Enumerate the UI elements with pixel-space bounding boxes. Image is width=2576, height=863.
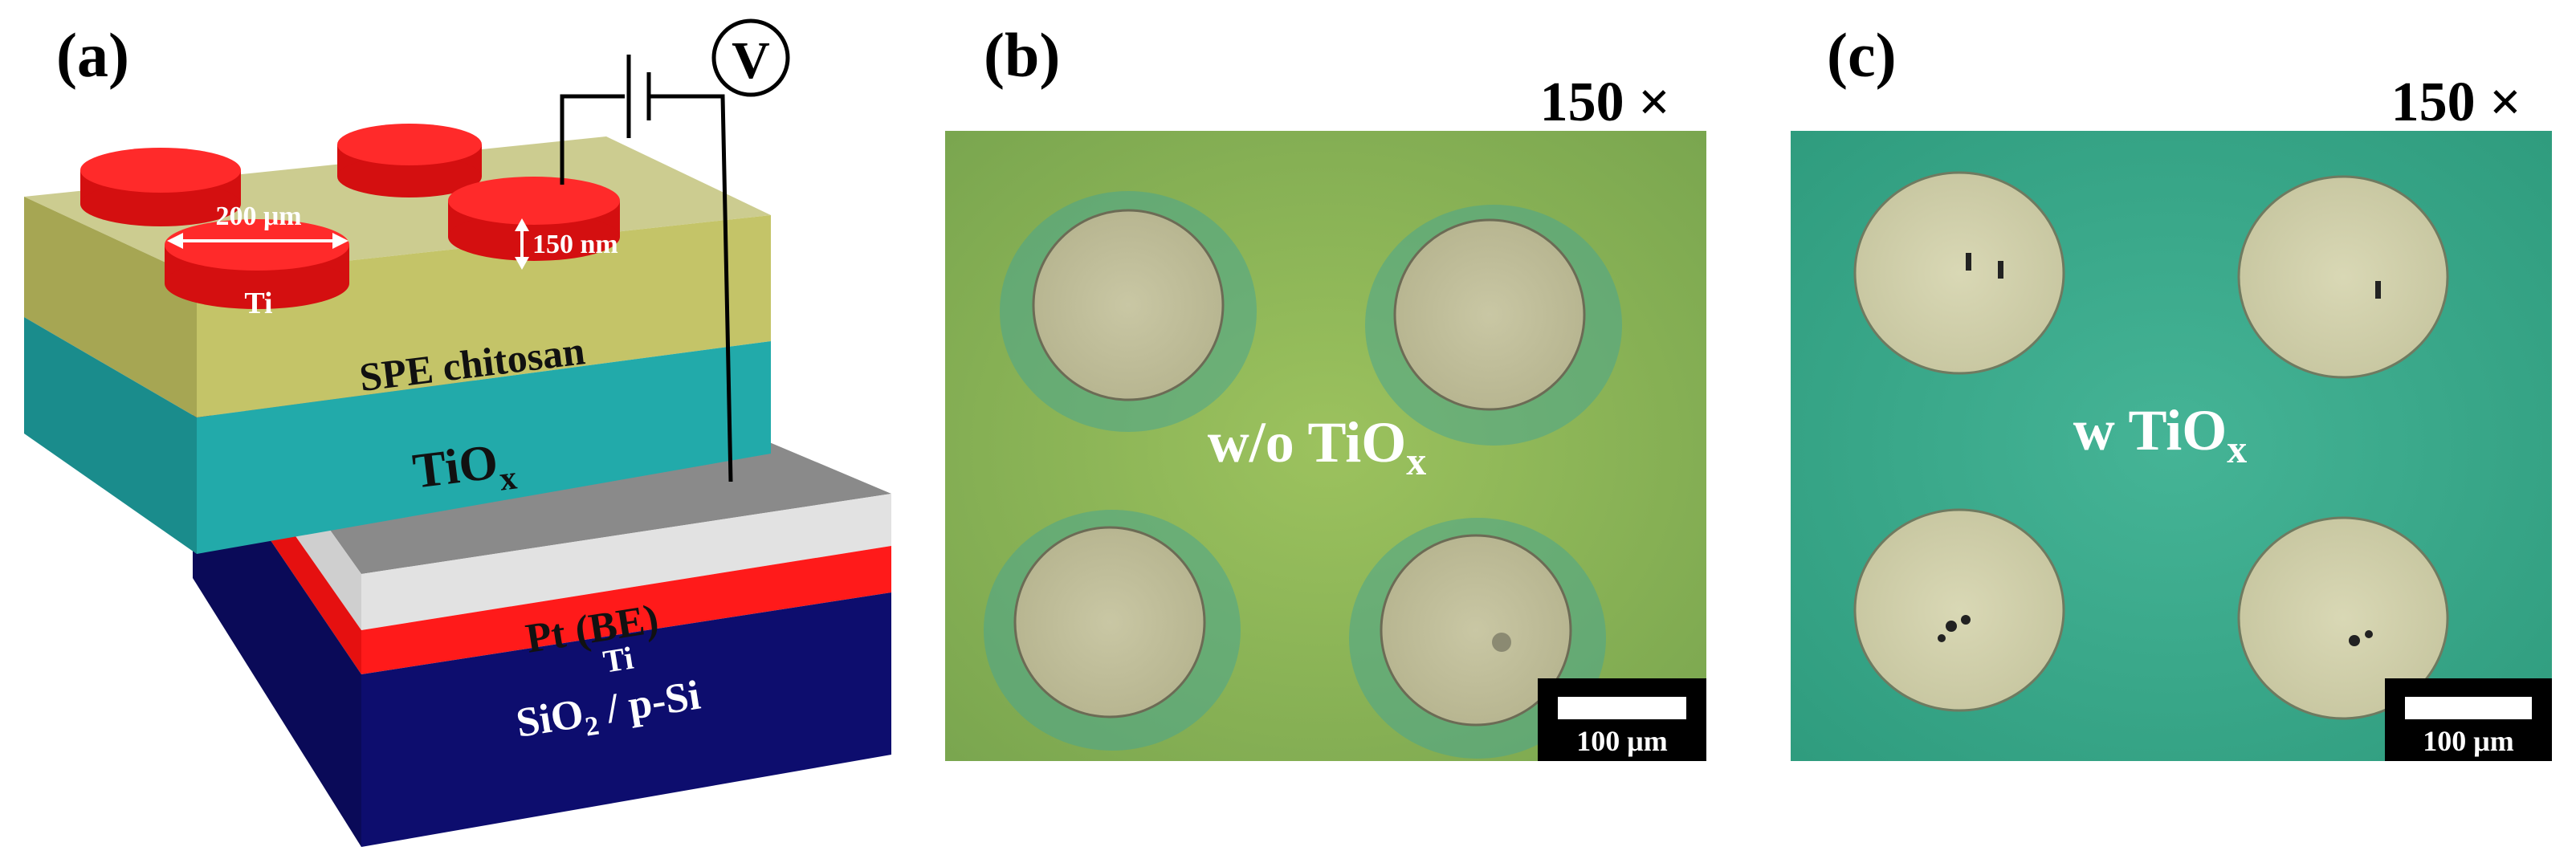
electrodes: Ti bbox=[80, 124, 620, 320]
panel-c-magnification: 150 × bbox=[2391, 71, 2521, 133]
panel-b-caption: w/o TiOx bbox=[1208, 410, 1426, 483]
pt-right-face bbox=[361, 494, 891, 630]
height-label: 150 nm bbox=[532, 230, 618, 259]
panel-a: (a) SPE chitosan TiOx bbox=[24, 18, 891, 847]
dimension-annotations: 200 μm 150 nm bbox=[167, 202, 618, 270]
panel-c: (c) 150 × w TiOx 100 μm bbox=[1791, 20, 2552, 761]
ti-layer-right bbox=[361, 546, 891, 674]
pad-c-3 bbox=[1853, 508, 2065, 712]
panel-b: (b) 150 × w/o TiOx 100 μm bbox=[945, 20, 1706, 761]
tiox-front-face bbox=[197, 341, 771, 554]
tiox-label: TiOx bbox=[410, 433, 519, 509]
electrode-3 bbox=[448, 177, 620, 261]
pad-b-3 bbox=[1013, 526, 1206, 718]
pad-c-2 bbox=[2237, 175, 2449, 379]
panel-c-caption: w TiOx bbox=[2073, 398, 2247, 471]
scalebar-b bbox=[1538, 678, 1706, 761]
scalebar-c bbox=[2385, 678, 2552, 761]
diameter-label: 200 μm bbox=[215, 202, 301, 231]
voltmeter: V bbox=[711, 18, 790, 97]
panel-a-label: (a) bbox=[56, 20, 129, 90]
electrode-2 bbox=[337, 124, 482, 197]
wire-right bbox=[649, 94, 733, 482]
panel-b-magnification: 150 × bbox=[1540, 71, 1670, 133]
electrode-1 bbox=[80, 148, 241, 226]
electrode-label: Ti bbox=[244, 287, 272, 320]
pad-b-1 bbox=[1032, 209, 1225, 401]
wire-left bbox=[560, 94, 625, 185]
panel-c-label: (c) bbox=[1827, 20, 1897, 90]
ti-layer-label: Ti bbox=[601, 640, 636, 680]
circuit bbox=[560, 55, 733, 482]
scalebar-c-label: 100 μm bbox=[2423, 725, 2513, 757]
panel-b-label: (b) bbox=[984, 20, 1060, 90]
svg-text:V: V bbox=[732, 31, 770, 90]
pad-b-4 bbox=[1380, 534, 1572, 727]
pad-b-2 bbox=[1393, 218, 1586, 411]
scalebar-b-label: 100 μm bbox=[1576, 725, 1667, 757]
electrode-4 bbox=[165, 219, 349, 309]
pad-c-1 bbox=[1853, 171, 2065, 375]
spe-left-face bbox=[24, 197, 197, 417]
pad-c-4 bbox=[2237, 516, 2449, 720]
tiox-left-face bbox=[24, 317, 197, 554]
substrate-right bbox=[361, 592, 891, 847]
